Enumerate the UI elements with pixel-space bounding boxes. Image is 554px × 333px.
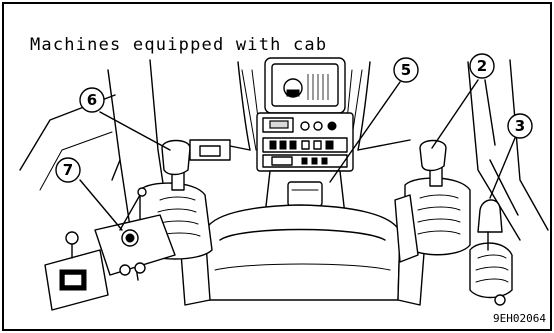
callout-3-label: 3 [515,117,525,135]
right-control-lever [395,141,470,263]
callout-6-label: 6 [87,91,97,109]
callout-6: 6 [80,88,104,112]
figure-code: 9EH02064 [493,312,546,325]
callout-2: 2 [470,54,494,78]
switch-panel [257,113,353,171]
callout-5: 5 [394,58,418,82]
callout-2-label: 2 [477,57,487,75]
callout-7-label: 7 [63,161,73,179]
operator-seat [180,205,425,305]
callout-5-label: 5 [401,61,411,79]
figure-title: Machines equipped with cab [30,35,327,55]
callout-7: 7 [56,158,80,182]
monitor-panel [265,58,345,113]
callout-3: 3 [508,114,532,138]
